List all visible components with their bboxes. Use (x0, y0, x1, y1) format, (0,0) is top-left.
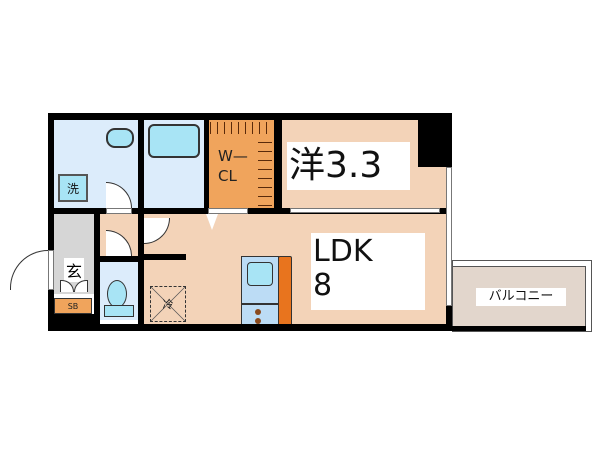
balcony-bottom-edge (446, 326, 586, 331)
stove-burner-1 (255, 309, 261, 315)
front-door[interactable] (10, 250, 48, 290)
wall-bottom-left-block (48, 314, 98, 331)
sliding-door-western[interactable] (290, 208, 440, 213)
kitchen-counter (278, 256, 292, 329)
shoe-box-label: SB (67, 301, 79, 311)
ldk-label: LDK 8 (311, 233, 425, 310)
closet-hanger-rail (210, 122, 272, 134)
washroom-sink (106, 128, 134, 148)
closet-hanger-rail-side (258, 134, 272, 206)
western-room-alcove (418, 167, 446, 208)
shoe-box: SB (54, 298, 92, 314)
closet-door[interactable] (208, 208, 248, 214)
washing-machine-label: 洗 (66, 181, 79, 196)
bathtub (148, 124, 200, 158)
down-arrow-marker (206, 214, 218, 230)
refrigerator-space: 冷 (150, 286, 186, 322)
wall-right-lower (446, 306, 452, 331)
wall-bath-closet (204, 113, 209, 214)
entrance-door-frame (48, 250, 54, 290)
ldk-label-line2: 8 (313, 268, 333, 303)
wall-above-toilet (94, 256, 144, 262)
entrance-label: 玄 (64, 258, 85, 282)
wall-top (48, 113, 452, 120)
wall-entrance-hall (94, 214, 100, 331)
stove-divider (241, 303, 279, 305)
wall-left (48, 113, 54, 331)
ldk-partition-stub (138, 254, 186, 260)
shoe-box-door-right (74, 280, 88, 292)
wall-closet-western (274, 113, 282, 214)
closet-label-line1: W— (218, 147, 248, 165)
wall-washroom-bath (138, 113, 144, 214)
washing-machine: 洗 (58, 174, 88, 202)
kitchen-sink (247, 262, 273, 286)
window-right[interactable] (446, 167, 452, 306)
western-room-label: 洋3.3 (287, 142, 410, 190)
toilet-tank (104, 305, 134, 317)
top-right-pillar (418, 113, 452, 167)
stove-burner-2 (255, 318, 261, 324)
toilet-bowl (107, 280, 127, 308)
wall-hall-ldk (138, 214, 144, 331)
washroom-door-gap (106, 208, 132, 214)
refrigerator-label: 冷 (162, 298, 174, 311)
balcony-label: バルコニー (476, 288, 566, 306)
closet-label: W— CL (218, 146, 248, 186)
wall-bottom (48, 324, 452, 331)
ldk-label-line1: LDK (313, 234, 373, 269)
closet-label-line2: CL (218, 167, 237, 185)
